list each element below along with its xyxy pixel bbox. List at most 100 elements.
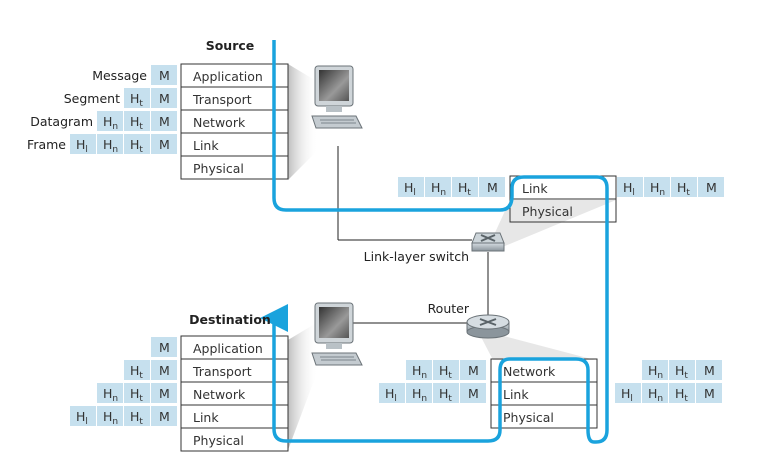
layer-box <box>509 198 617 223</box>
cell-text: M <box>159 68 170 83</box>
router-icon <box>466 314 510 339</box>
cell-text: Hl <box>404 180 416 198</box>
destination-shade <box>288 322 318 450</box>
source-computer-icon <box>311 65 363 129</box>
message-cell <box>151 111 177 131</box>
cell-text: M <box>487 180 498 195</box>
header-cell-n <box>97 406 123 426</box>
message-cell <box>151 360 177 380</box>
layer-label-physical: Physical <box>503 410 554 425</box>
cell-text: M <box>468 363 479 378</box>
switch-icon <box>471 232 505 252</box>
header-cell-n <box>406 360 432 380</box>
header-cell-l <box>398 177 424 197</box>
layer-label-link: Link <box>522 181 548 196</box>
header-cell-t <box>452 177 478 197</box>
header-cell-n <box>642 383 668 403</box>
header-cell-n <box>642 360 668 380</box>
data-flow-path <box>260 40 609 444</box>
header-cell-t <box>124 88 150 108</box>
cell-text: Hl <box>621 386 633 404</box>
layer-label-application: Application <box>193 69 263 84</box>
header-cell-n <box>425 177 451 197</box>
header-cell-t <box>433 383 459 403</box>
message-cell <box>151 337 177 357</box>
message-cell <box>151 406 177 426</box>
destination-computer-icon <box>311 302 363 366</box>
cell-text: M <box>159 386 170 401</box>
layer-label-transport: Transport <box>192 364 252 379</box>
layer-label-transport: Transport <box>192 92 252 107</box>
switch-shade <box>488 200 616 248</box>
layer-label-application: Application <box>193 341 263 356</box>
header-cell-l <box>70 406 96 426</box>
cell-text: M <box>159 114 170 129</box>
header-cell-t <box>124 111 150 131</box>
message-cell <box>460 383 486 403</box>
layer-box <box>490 404 598 429</box>
destination-packet-0: M <box>151 337 177 357</box>
header-cell-t <box>124 134 150 154</box>
destination-title: Destination <box>189 312 271 327</box>
header-cell-t <box>671 177 697 197</box>
header-cell-l <box>617 177 643 197</box>
header-cell-t <box>433 360 459 380</box>
header-cell-n <box>406 383 432 403</box>
header-cell-n <box>97 111 123 131</box>
layer-label-link: Link <box>193 138 219 153</box>
message-cell <box>696 360 722 380</box>
layer-label-network: Network <box>503 364 556 379</box>
cell-text: M <box>468 386 479 401</box>
layer-label-network: Network <box>193 115 246 130</box>
message-cell <box>460 360 486 380</box>
pdu-name: Message <box>92 68 147 83</box>
cell-text: M <box>704 363 715 378</box>
header-cell-l <box>70 134 96 154</box>
message-cell <box>151 88 177 108</box>
source-title: Source <box>206 38 255 53</box>
layer-label-network: Network <box>193 387 246 402</box>
cell-text: M <box>159 409 170 424</box>
cell-text: Hl <box>623 180 635 198</box>
message-cell <box>151 383 177 403</box>
cell-text: M <box>704 386 715 401</box>
layer-label-physical: Physical <box>522 204 573 219</box>
layer-label-physical: Physical <box>193 433 244 448</box>
header-cell-t <box>124 406 150 426</box>
layer-label-physical: Physical <box>193 161 244 176</box>
message-cell <box>479 177 505 197</box>
layer-label-link: Link <box>503 387 529 402</box>
message-cell <box>698 177 724 197</box>
header-cell-t <box>669 383 695 403</box>
cell-text: Hl <box>76 137 88 155</box>
header-cell-l <box>379 383 405 403</box>
header-cell-t <box>669 360 695 380</box>
cell-text: M <box>706 180 717 195</box>
cell-text: Hl <box>76 409 88 427</box>
header-cell-n <box>644 177 670 197</box>
cell-text: M <box>159 91 170 106</box>
message-cell <box>151 134 177 154</box>
router-shade <box>480 335 595 360</box>
header-cell-n <box>97 134 123 154</box>
header-cell-n <box>97 383 123 403</box>
layer-label-link: Link <box>193 410 219 425</box>
pdu-name: Segment <box>64 91 120 106</box>
source-shade <box>288 64 318 180</box>
projection-shades <box>288 64 616 450</box>
